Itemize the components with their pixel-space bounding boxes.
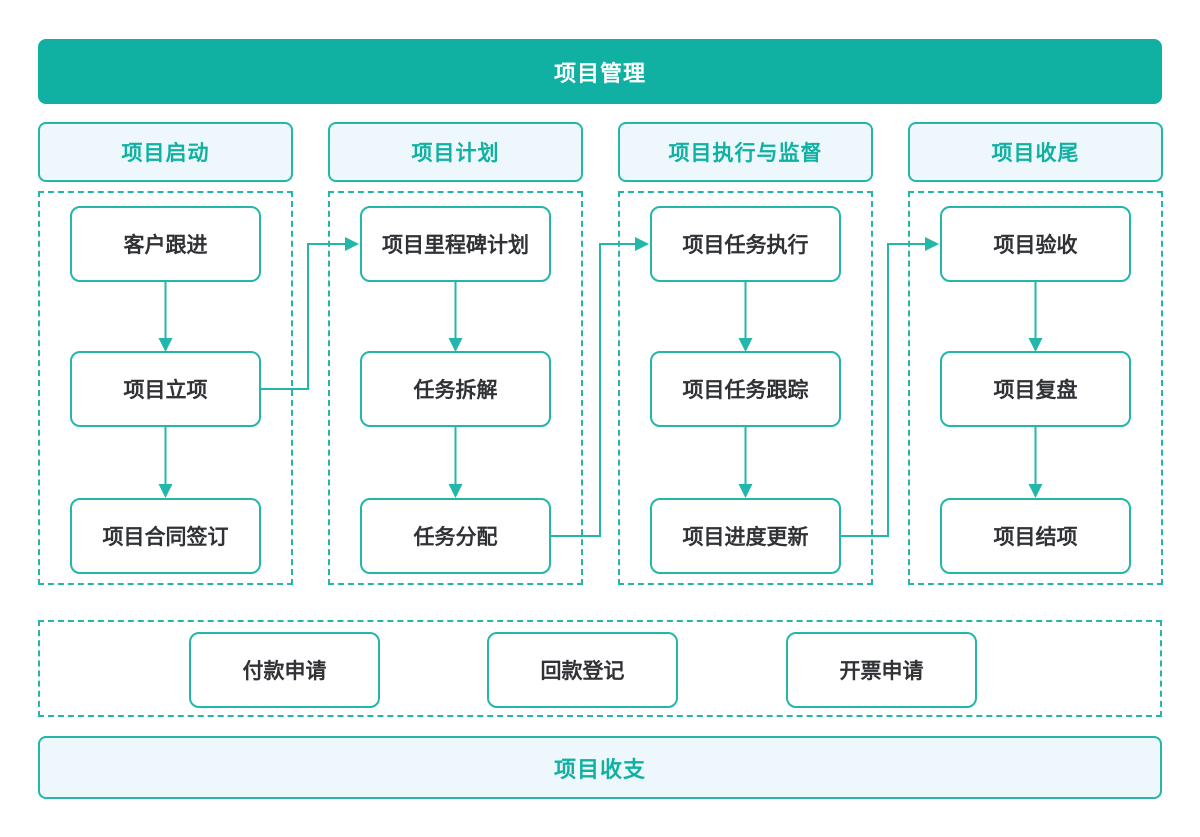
node-task-execution: 项目任务执行 [650,206,841,282]
column-body-execution: 项目任务执行 项目任务跟踪 项目进度更新 [618,191,873,585]
column-header-label: 项目启动 [121,142,210,165]
node-milestone-plan: 项目里程碑计划 [360,206,551,282]
footer-banner: 项目收支 [38,736,1162,799]
column-body-closure: 项目验收 项目复盘 项目结项 [908,191,1163,585]
node-project-initiation: 项目立项 [70,351,261,427]
footer-title: 项目收支 [553,756,646,782]
main-title: 项目管理 [553,60,646,86]
node-task-tracking: 项目任务跟踪 [650,351,841,427]
column-header-closure: 项目收尾 [908,122,1163,182]
column-header-execution: 项目执行与监督 [618,122,873,182]
node-progress-update: 项目进度更新 [650,498,841,574]
node-contract-signing: 项目合同签订 [70,498,261,574]
column-body-planning: 项目里程碑计划 任务拆解 任务分配 [328,191,583,585]
node-customer-follow-up: 客户跟进 [70,206,261,282]
main-title-banner: 项目管理 [38,39,1162,104]
column-header-planning: 项目计划 [328,122,583,182]
node-payment-collection: 回款登记 [487,632,678,708]
node-project-acceptance: 项目验收 [940,206,1131,282]
column-header-initiation: 项目启动 [38,122,293,182]
finance-section: 付款申请 回款登记 开票申请 [38,620,1162,717]
node-task-breakdown: 任务拆解 [360,351,551,427]
node-project-closing: 项目结项 [940,498,1131,574]
node-task-assignment: 任务分配 [360,498,551,574]
column-header-label: 项目收尾 [991,142,1080,165]
node-project-review: 项目复盘 [940,351,1131,427]
node-invoice-request: 开票申请 [786,632,977,708]
column-header-label: 项目执行与监督 [668,142,823,165]
column-body-initiation: 客户跟进 项目立项 项目合同签订 [38,191,293,585]
column-header-label: 项目计划 [411,142,500,165]
node-payment-request: 付款申请 [189,632,380,708]
